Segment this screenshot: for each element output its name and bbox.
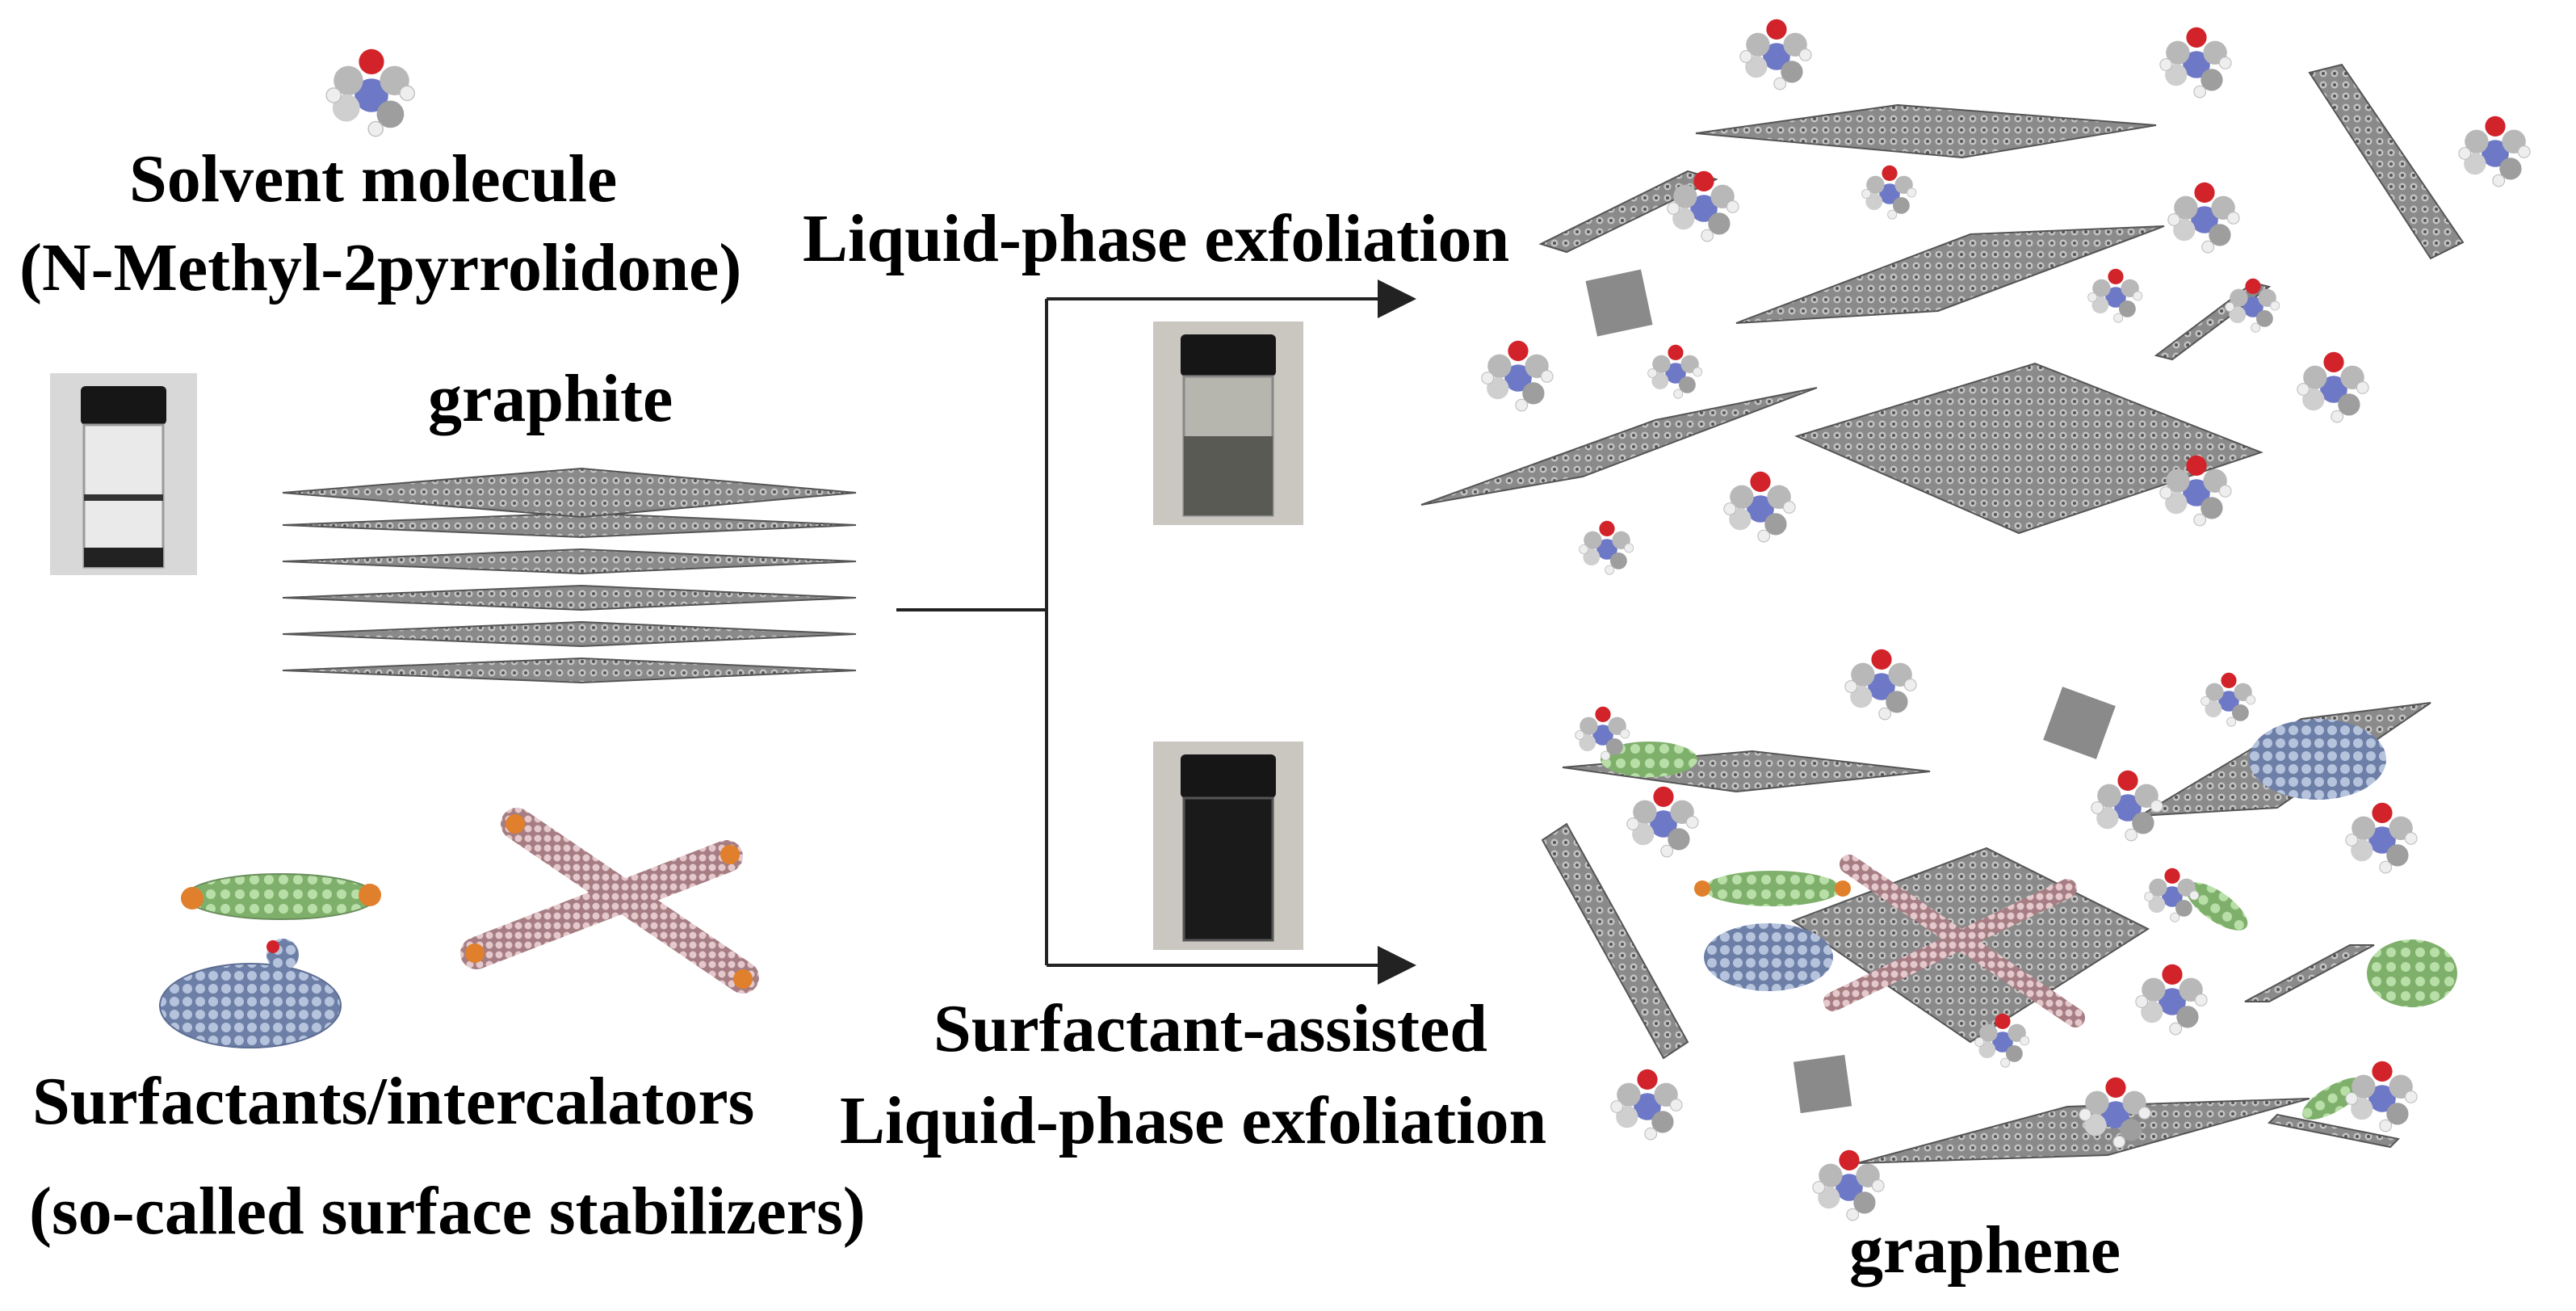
surfactant-molecule-icon: [460, 808, 759, 994]
surfactant-assisted-label-1: Surfactant-assisted: [933, 991, 1487, 1066]
nmp-molecule-icon: [325, 48, 415, 137]
solvent-name: (N-Methyl-2pyrrolidone): [19, 230, 742, 305]
solvent-title: Solvent molecule: [129, 141, 618, 216]
lpe-label: Liquid-phase exfoliation: [803, 201, 1510, 276]
surfactant-molecule-icon: [1601, 719, 2457, 1120]
graphite-label: graphite: [428, 361, 673, 436]
surfactants-label-2: (so-called surface stabilizers): [29, 1174, 866, 1249]
vial-icon: [50, 373, 197, 575]
graphene-sheets-lpe: [1420, 63, 2465, 535]
arrow-icon: [896, 279, 1416, 985]
surfactants-label-1: Surfactants/intercalators: [32, 1064, 755, 1139]
graphene-label: graphene: [1849, 1212, 2121, 1288]
graphene-sheets-surfactant: [1541, 687, 2431, 1164]
vial-icon: [1153, 742, 1303, 950]
surfactant-molecule-icon: [159, 939, 342, 1048]
vial-icon: [1153, 321, 1303, 525]
graphite-stack: [282, 467, 857, 684]
surfactant-molecule-icon: [181, 873, 381, 920]
surfactant-assisted-label-2: Liquid-phase exfoliation: [840, 1083, 1547, 1158]
